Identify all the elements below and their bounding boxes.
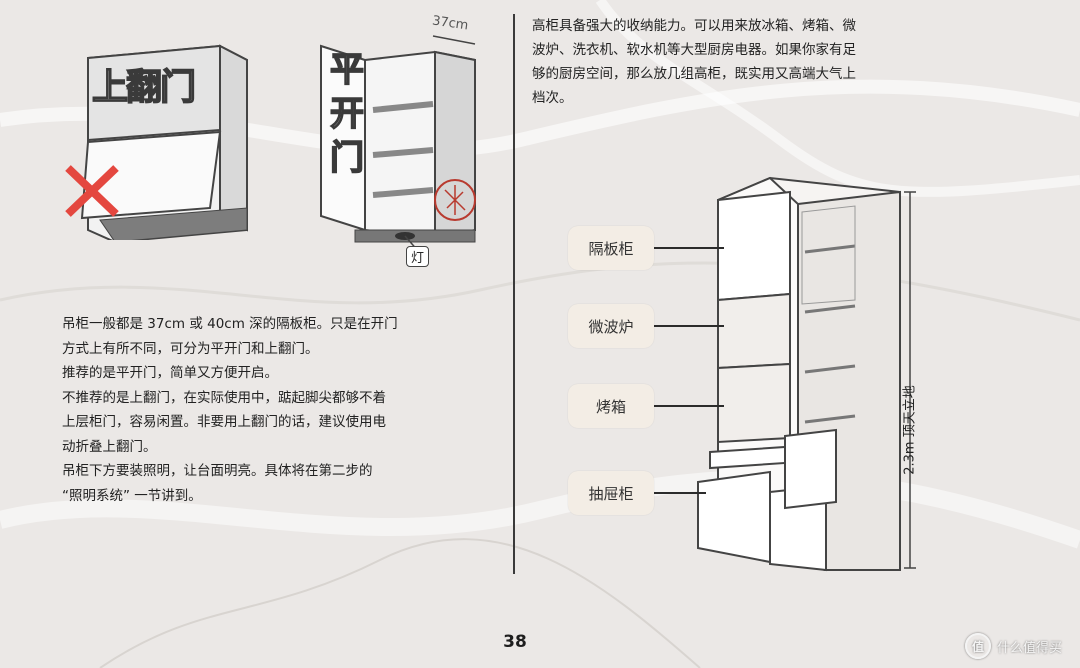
tag-drawer-cabinet: 抽屉柜	[568, 471, 654, 515]
watermark: 值 什么值得买	[964, 633, 1062, 659]
text-line: 吊柜一般都是 37cm 或 40cm 深的隔板柜。只是在开门	[62, 316, 398, 332]
text-line: 动折叠上翻门。	[62, 438, 157, 455]
tag-oven: 烤箱	[568, 384, 654, 428]
tall-cabinet-illustration	[697, 176, 916, 572]
watermark-text: 什么值得买	[996, 640, 1062, 656]
swing-door-label: 平开门	[329, 49, 365, 179]
light-label: 灯	[406, 246, 430, 267]
text-line: 上层柜门，容易闲置。非要用上翻门的话，建议使用电	[62, 414, 386, 430]
column-divider	[513, 14, 515, 574]
text-line: 够的厨房空间，那么放几组高柜，既实用又高端大气上	[532, 66, 856, 82]
text-line: 方式上有所不同，可分为平开门和上翻门。	[62, 340, 319, 357]
cross-icon	[65, 165, 119, 217]
leader-line	[654, 492, 706, 494]
leader-line	[654, 405, 724, 407]
text-line: “照明系统” 一节讲到。	[62, 487, 202, 504]
text-line: 档次。	[532, 90, 573, 106]
flip-door-label: 上翻门	[91, 66, 197, 109]
leader-line	[654, 247, 724, 249]
text-line: 高柜具备强大的收纳能力。可以用来放冰箱、烤箱、微	[532, 18, 856, 34]
tag-shelf-cabinet: 隔板柜	[568, 226, 654, 270]
text-line: 推荐的是平开门，简单又方便开启。	[62, 365, 278, 381]
flip-door-cabinet-illustration	[65, 44, 248, 240]
left-paragraph: 吊柜一般都是 37cm 或 40cm 深的隔板柜。只是在开门 方式上有所不同，可…	[62, 312, 512, 508]
text-line: 波炉、洗衣机、软水机等大型厨房电器。如果你家有足	[532, 42, 856, 58]
text-line: 吊柜下方要装照明，让台面明亮。具体将在第二步的	[62, 463, 373, 479]
right-paragraph: 高柜具备强大的收纳能力。可以用来放冰箱、烤箱、微 波炉、洗衣机、软水机等大型厨房…	[532, 14, 982, 110]
text-line: 不推荐的是上翻门，在实际使用中，踮起脚尖都够不着	[62, 389, 386, 406]
leader-line	[654, 325, 724, 327]
zhi-logo-icon: 值	[964, 633, 991, 659]
height-dimension-label: 2.3m 顶天立地	[902, 385, 918, 475]
tag-microwave: 微波炉	[568, 304, 654, 348]
stamp-icon	[434, 179, 476, 221]
swing-door-cabinet-illustration	[320, 35, 476, 250]
page-number: 38	[503, 632, 527, 652]
